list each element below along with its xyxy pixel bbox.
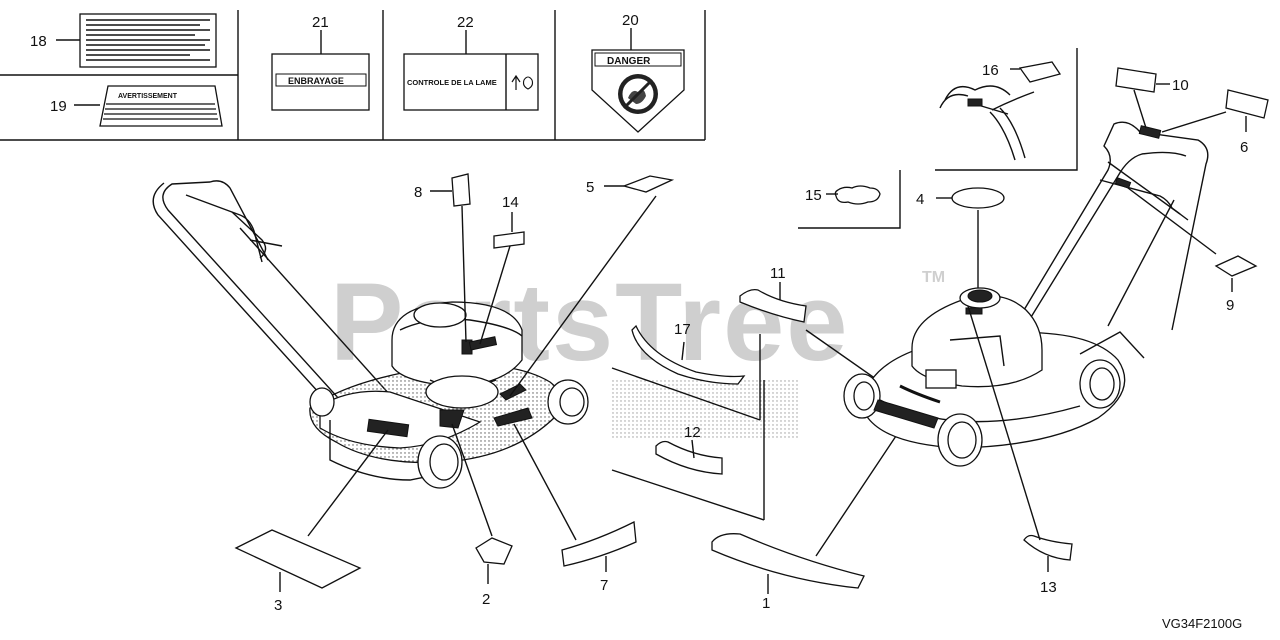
callout-18: 18 [30, 33, 47, 50]
watermark-tm: TM [922, 269, 945, 286]
callout-10: 10 [1172, 77, 1189, 94]
controle-text: CONTROLE DE LA LAME [407, 78, 497, 87]
danger-text: DANGER [607, 56, 651, 67]
callout-20: 20 [622, 12, 639, 29]
label-panel: 18 AVERTISSEMENT 19 ENBRAYAGE 21 [0, 10, 706, 141]
callout-1: 1 [762, 595, 770, 612]
callout-15: 15 [805, 187, 822, 204]
callout-19: 19 [50, 98, 67, 115]
part-21-label[interactable]: ENBRAYAGE 21 [271, 14, 370, 111]
right-mower [843, 121, 1209, 467]
part-14[interactable]: 14 [479, 194, 525, 345]
part-13[interactable]: 13 [967, 305, 1073, 596]
callout-5: 5 [586, 179, 594, 196]
part-22-label[interactable]: CONTROLE DE LA LAME 22 [403, 14, 539, 111]
part-20-label[interactable]: DANGER 20 [591, 12, 685, 133]
callout-22: 22 [457, 14, 474, 31]
callout-13: 13 [1040, 579, 1057, 596]
callout-14: 14 [502, 194, 519, 211]
part-6[interactable]: 6 [1161, 89, 1269, 156]
enbrayage-text: ENBRAYAGE [288, 76, 344, 86]
part-2[interactable]: 2 [451, 423, 513, 608]
callout-9: 9 [1226, 297, 1234, 314]
callout-16: 16 [982, 62, 999, 79]
part-19-label[interactable]: AVERTISSEMENT 19 [50, 85, 223, 127]
part-8[interactable]: 8 [414, 173, 471, 343]
callout-8: 8 [414, 184, 422, 201]
callout-3: 3 [274, 597, 282, 614]
part-5[interactable]: 5 [509, 175, 675, 397]
callout-17: 17 [674, 321, 691, 338]
left-mower [152, 180, 589, 489]
part-15-inset[interactable]: 15 [798, 170, 901, 229]
callout-7: 7 [600, 577, 608, 594]
callout-2: 2 [482, 591, 490, 608]
avertissement-text: AVERTISSEMENT [118, 93, 178, 100]
center-group [610, 334, 800, 521]
part-18-label[interactable]: 18 [30, 13, 217, 68]
callout-12: 12 [684, 424, 701, 441]
part-9[interactable]: 9 [1127, 187, 1258, 314]
callout-11: 11 [770, 265, 786, 282]
handle-inset: 16 [935, 48, 1078, 171]
part-12[interactable]: 12 [655, 424, 723, 475]
part-7[interactable]: 7 [513, 423, 637, 594]
callout-4: 4 [916, 191, 924, 208]
diagram-code: VG34F2100G [1162, 616, 1242, 631]
part-4[interactable]: 4 [916, 187, 1005, 288]
callout-6: 6 [1240, 139, 1248, 156]
part-3[interactable]: 3 [234, 429, 389, 614]
callout-21: 21 [312, 14, 329, 31]
part-1[interactable]: 1 [711, 417, 909, 612]
part-17[interactable]: 17 [631, 321, 746, 385]
part-10[interactable]: 10 [1115, 67, 1189, 129]
